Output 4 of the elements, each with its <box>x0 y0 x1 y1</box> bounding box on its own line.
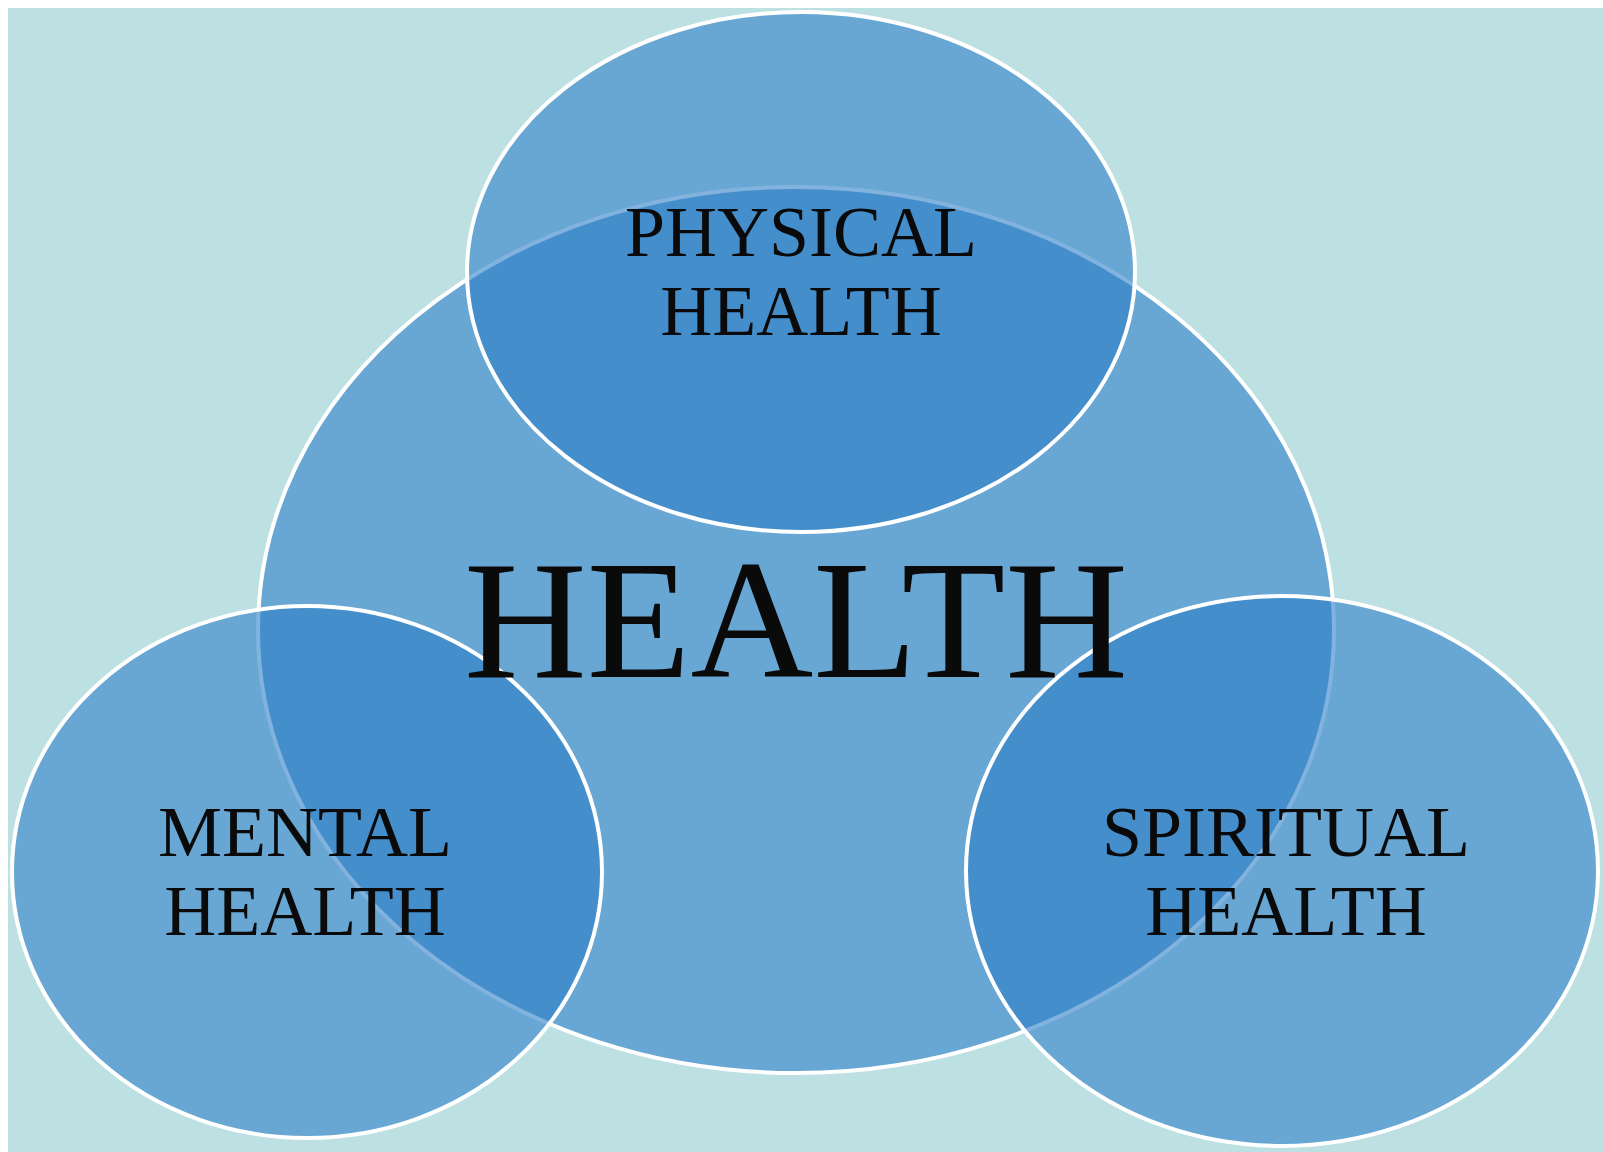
center-label: HEALTH <box>462 526 1130 714</box>
circle-label: MENTAL HEALTH <box>156 793 454 952</box>
circle-label: PHYSICAL HEALTH <box>623 193 979 352</box>
circle-label: SPIRITUAL HEALTH <box>1101 793 1471 952</box>
